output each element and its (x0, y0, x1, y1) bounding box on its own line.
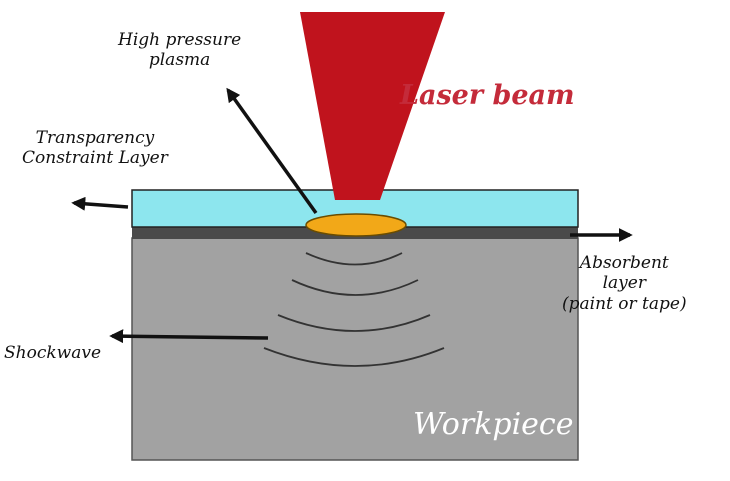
shockwave-arc-2 (291, 279, 419, 296)
workpiece-block (131, 237, 579, 461)
plasma-arrow (226, 87, 318, 215)
plasma-ellipse (305, 213, 407, 237)
shockwave-arc-3 (277, 314, 431, 332)
transparency-label-line2: Constraint Layer (22, 148, 168, 169)
plasma-label-line1: High pressure (118, 30, 242, 50)
shockwave-text: Shockwave (4, 343, 102, 363)
laser-beam-label: Laser beam (400, 80, 575, 112)
shockwave-label: Shockwave (4, 343, 101, 363)
absorbent-label-line3: (paint or tape) (562, 293, 687, 314)
workpiece-text: Workpiece (413, 407, 574, 442)
transparency-label: Transparency Constraint Layer (22, 128, 168, 169)
laser-beam (300, 12, 445, 200)
shockwave-arcs (263, 252, 445, 367)
workpiece-label: Workpiece (413, 407, 574, 443)
shockwave-arc-1 (305, 252, 403, 266)
transparency-arrow (71, 196, 129, 211)
shockwave-arc-4 (263, 347, 445, 367)
plasma-label-line2: plasma (148, 50, 211, 71)
transparency-label-line1: Transparency (35, 128, 155, 148)
shockwave-arrow (109, 329, 269, 344)
absorbent-label-line2: layer (602, 273, 646, 294)
absorbent-label-line1: Absorbent (579, 253, 669, 273)
laser-beam-text: Laser beam (400, 80, 575, 111)
plasma-label: High pressure plasma (118, 30, 241, 71)
absorbent-label: Absorbent layer (paint or tape) (562, 253, 687, 314)
